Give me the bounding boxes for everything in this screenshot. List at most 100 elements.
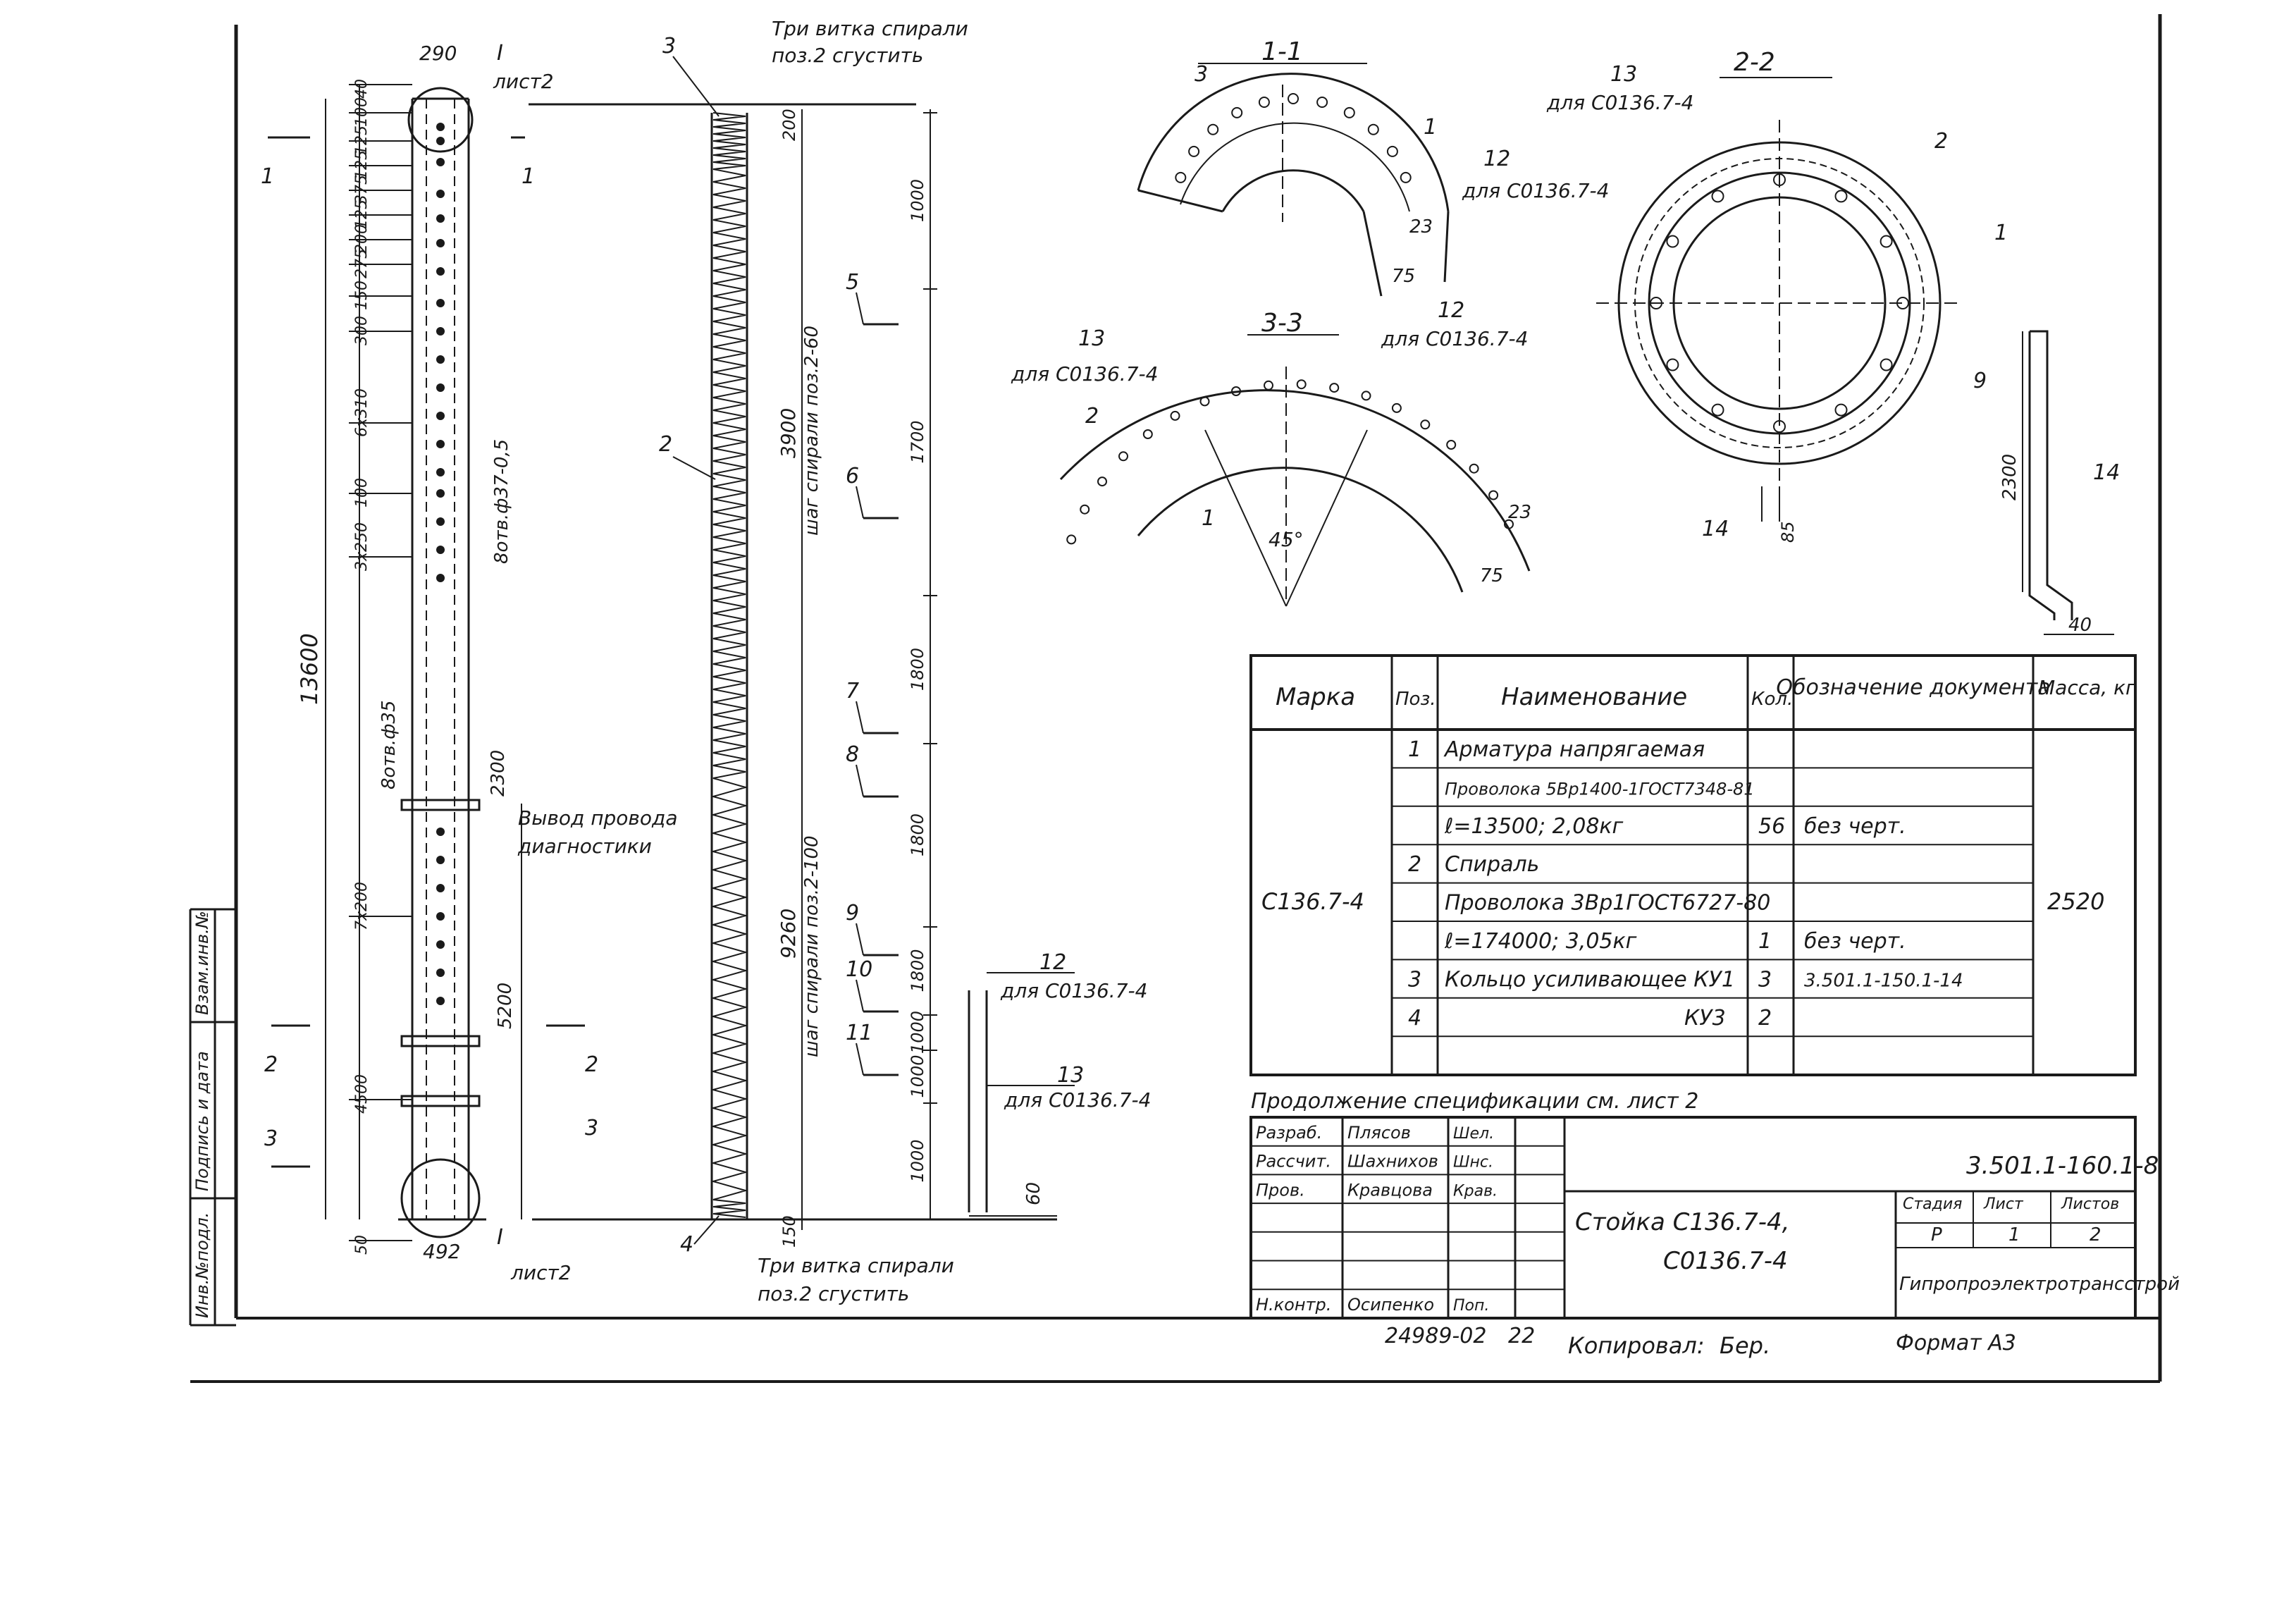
column-dim-label: 100 <box>353 97 371 127</box>
wire-dot <box>1080 504 1090 515</box>
part-14-drawing <box>2022 330 2114 635</box>
spiral-dim-200: 200 <box>779 109 799 141</box>
title-sign: Поп. <box>1453 1297 1489 1315</box>
section-cut-leader <box>856 764 864 797</box>
spiral-coil <box>710 112 748 1218</box>
spiral-section-mark: 7 <box>846 679 859 703</box>
column-hole <box>436 546 445 554</box>
section-3-3-pos-13: 13 <box>1078 326 1105 351</box>
wire-dot <box>1391 402 1402 413</box>
column-hole <box>436 383 445 392</box>
column-hole <box>436 440 445 448</box>
section-1-1-dim-23: 23 <box>1409 216 1433 238</box>
section-2-2-dim-85: 85 <box>1778 521 1798 543</box>
column-hole <box>436 884 445 892</box>
column-hole <box>436 997 445 1005</box>
column-bottom-width: 492 <box>423 1240 460 1263</box>
wire-dot <box>1097 476 1107 487</box>
ring-hole <box>1650 297 1662 309</box>
column-hole <box>436 940 445 949</box>
ring-hole <box>1666 358 1679 371</box>
section-3-3-note-12: для С0136.7-4 <box>1381 327 1528 350</box>
column-hole <box>436 214 445 223</box>
ring-ku1-a <box>400 799 481 811</box>
wire-dot <box>1118 451 1128 462</box>
column-dim-label: 50 <box>353 1235 371 1255</box>
section-3-3-drawing <box>1059 334 1531 607</box>
footer-copied: Копировал: <box>1568 1332 1705 1359</box>
wire-outlet-line2: диагностики <box>517 835 652 858</box>
detail-circle-top <box>407 87 474 153</box>
spiral-dim-3900: 3900 <box>777 408 800 458</box>
section-2-2-pos-1: 1 <box>1994 221 2008 245</box>
section-mark-3-right: 3 <box>585 1116 598 1140</box>
spec-cell-name: ℓ=13500; 2,08кг <box>1444 814 1624 839</box>
side-bar-dim-60: 60 <box>1023 1182 1044 1205</box>
section-3-3-dim-75: 75 <box>1480 565 1503 586</box>
spiral-pitch-60: шаг спирали поз.2-60 <box>801 326 822 536</box>
part-14-width: 40 <box>2068 615 2092 636</box>
title-sheet-value: 1 <box>2008 1224 2020 1246</box>
wire-dot <box>1170 410 1180 421</box>
wire-dot <box>1329 383 1340 393</box>
spiral-dim-150: 150 <box>779 1215 799 1248</box>
wire-dot <box>1288 93 1299 104</box>
column-dim-label: 125 <box>353 150 371 180</box>
sheet-ref-top: лист2 <box>493 70 554 93</box>
column-dim-label: 3х250 <box>353 522 371 571</box>
column-hole <box>436 828 445 836</box>
wire-dot <box>1446 440 1457 450</box>
title-name: Шахнихов <box>1347 1152 1438 1172</box>
title-role: Н.контр. <box>1256 1295 1331 1315</box>
spiral-segment-dim: 1800 <box>908 813 927 856</box>
section-2-2-title: 2-2 <box>1734 48 1775 77</box>
section-3-3-pos-1: 1 <box>1202 506 1215 531</box>
spec-cell-qty: 2 <box>1758 1006 1772 1031</box>
column-dim-label: 275 <box>353 249 371 278</box>
column-hole <box>436 327 445 336</box>
wire-dot <box>1400 171 1412 183</box>
wire-dot <box>1142 429 1153 439</box>
wire-dot <box>1199 396 1210 407</box>
column-dim-label: 150 <box>353 281 371 310</box>
side-bar-pos-13-note: для С0136.7-4 <box>1004 1088 1151 1112</box>
spec-table-row-lines <box>1392 767 2033 1038</box>
stamp-signature: Подпись и дата <box>192 1051 212 1191</box>
side-bars-12-13 <box>968 972 1075 1217</box>
section-mark-2-right: 2 <box>585 1052 598 1077</box>
section-1-1-pos-1: 1 <box>1424 115 1437 140</box>
spec-continuation: Продолжение спецификации см. лист 2 <box>1251 1089 1698 1114</box>
section-2-2-note-13: для С0136.7-4 <box>1546 91 1693 114</box>
section-2-2-note-12: для С0136.7-4 <box>1462 179 1609 202</box>
spiral-dim-9260: 9260 <box>777 909 800 959</box>
column-hole <box>436 517 445 526</box>
spiral-pos-2: 2 <box>659 432 672 457</box>
column-holes <box>436 123 445 1005</box>
column-elevation <box>398 87 486 1238</box>
column-height: 13600 <box>296 633 323 705</box>
column-dim-label: 375 <box>353 175 371 204</box>
spec-header-doc-text: Обозначение документа <box>1776 675 2050 700</box>
sheet-ref-bottom: лист2 <box>510 1261 572 1284</box>
spiral-section-mark: 10 <box>846 957 872 982</box>
spiral-section-mark: 11 <box>846 1021 872 1045</box>
side-bar-pos-12-note: для С0136.7-4 <box>1000 979 1147 1002</box>
column-hole <box>436 912 445 921</box>
column-hole <box>436 412 445 420</box>
spec-cell-doc: без черт. <box>1804 929 1906 954</box>
footer-page: 22 <box>1508 1324 1535 1348</box>
title-sheets-header: Листов <box>2061 1195 2119 1213</box>
section-3-3-angle: 45° <box>1269 528 1304 551</box>
title-organization: Гипропроэлектротрансстрой <box>1899 1274 2180 1295</box>
wire-dot <box>1386 145 1398 157</box>
spec-cell-name: Кольцо усиливающее КУ1 <box>1445 967 1735 992</box>
side-bar-pos-12: 12 <box>1039 950 1066 975</box>
column-hole <box>436 468 445 476</box>
section-3-3-pos-12: 12 <box>1438 298 1464 323</box>
spiral-bottom-note-line2: поз.2 сгустить <box>758 1282 909 1305</box>
section-1-1-dim-75: 75 <box>1392 266 1415 287</box>
section-2-2-pos-14: 14 <box>1702 517 1729 541</box>
